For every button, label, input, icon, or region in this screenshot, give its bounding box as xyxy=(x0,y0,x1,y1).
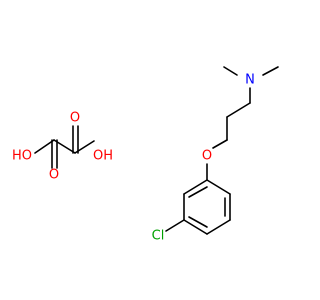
chemical-structure-canvas: O O HO OH xyxy=(11,66,279,244)
amine-nitrogen-label: N xyxy=(245,73,255,88)
ring-bond-top-right xyxy=(206,179,231,195)
n-methyl-right-bond xyxy=(262,66,279,76)
ring-bond-bottom-left xyxy=(183,219,208,235)
ring-bond-top-left xyxy=(183,179,208,195)
ring-bond-bottom-right xyxy=(206,219,231,235)
ring-inner-bond-top-left xyxy=(188,186,208,198)
oxalic-acid: O O HO OH xyxy=(12,111,113,183)
oxalic-right-hydroxyl-bond xyxy=(74,140,95,154)
oxalic-left-hydroxyl-bond xyxy=(34,139,55,154)
aryl-chlorine-bond xyxy=(165,219,185,232)
oxalic-hydroxyl-left-label: HO xyxy=(12,149,32,164)
oxalic-hydroxyl-right-label: OH xyxy=(93,149,113,164)
ring-inner-bond-bottom-left xyxy=(188,216,208,228)
chain-bond-1 xyxy=(226,102,251,118)
aryloxy-amine: N O Cl xyxy=(152,66,279,244)
oxalic-carbonyl-bottom-label: O xyxy=(49,168,59,183)
ether-oxygen-label: O xyxy=(202,149,212,164)
n-methyl-left-bond xyxy=(223,66,238,76)
chemical-structure-drawing: O O HO OH xyxy=(12,66,279,244)
chlorine-label: Cl xyxy=(152,229,165,244)
oxalic-carbonyl-top-label: O xyxy=(70,111,80,126)
chain-bond-3 xyxy=(212,139,228,149)
